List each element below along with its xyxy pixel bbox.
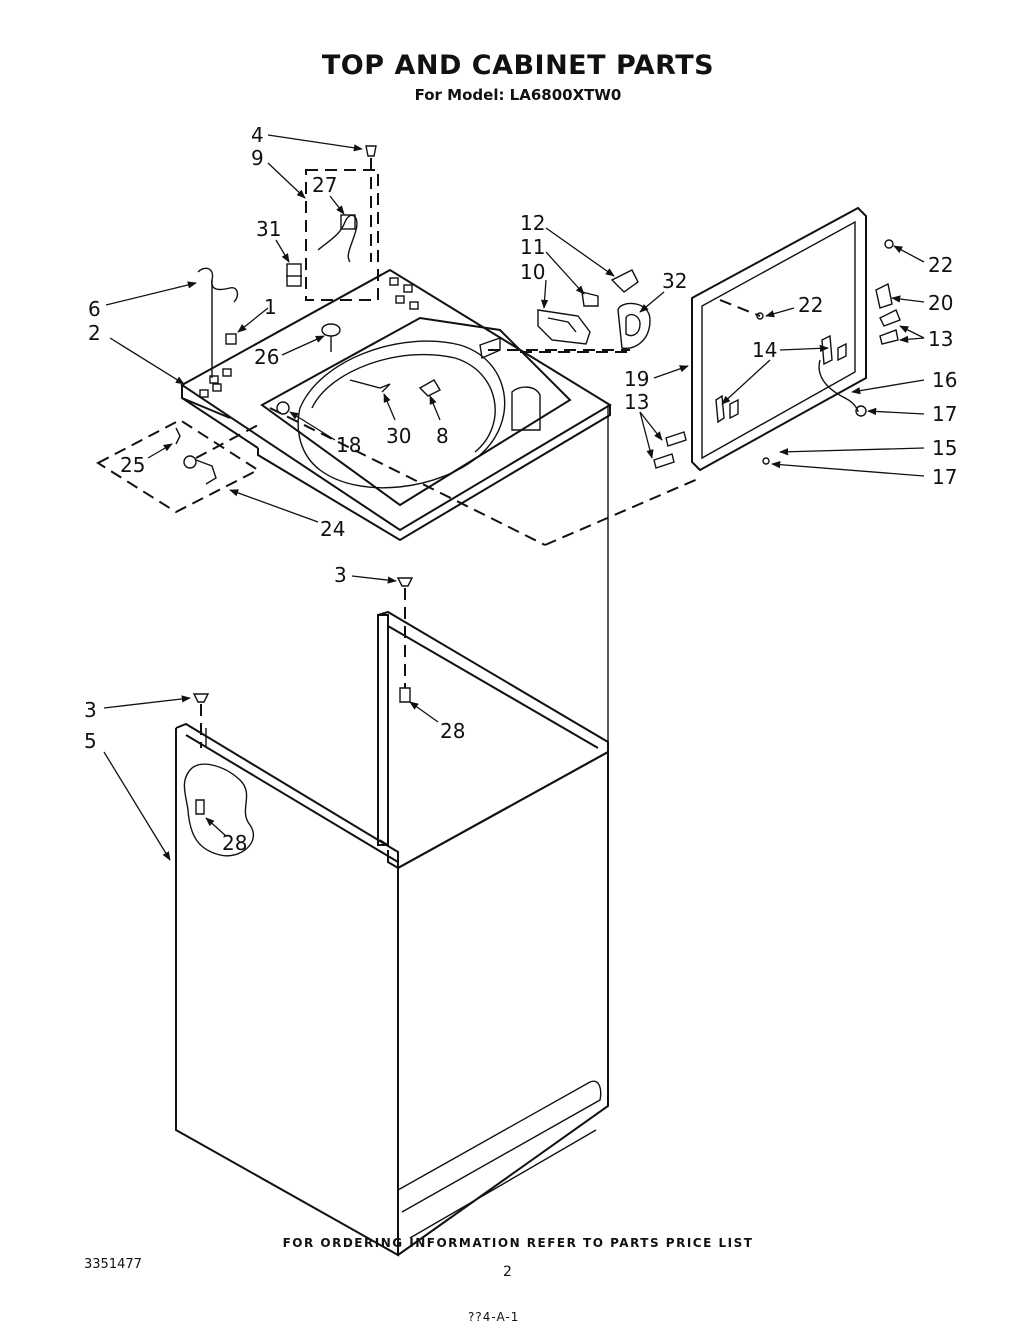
callout-13-left: 13: [624, 390, 649, 414]
hose-connector-box: [95, 418, 261, 514]
dispenser-parts: [269, 269, 701, 546]
callout-8: 8: [436, 424, 449, 448]
callout-17-upper: 17: [932, 402, 957, 426]
callout-31: 31: [256, 217, 281, 241]
callout-3-upper: 3: [334, 563, 347, 587]
bottom-code: ??4-A-1: [468, 1310, 520, 1324]
callout-26: 26: [254, 345, 279, 369]
callout-20: 20: [928, 291, 953, 315]
callout-28-left: 28: [222, 831, 247, 855]
callout-12: 12: [520, 211, 545, 235]
callout-22-mid: 22: [798, 293, 823, 317]
callout-18: 18: [336, 433, 361, 457]
callout-15: 15: [932, 436, 957, 460]
washer-lid: [653, 206, 901, 472]
callout-22-top: 22: [928, 253, 953, 277]
model-subtitle: For Model: LA6800XTW0: [414, 86, 622, 104]
callout-32: 32: [662, 269, 687, 293]
callout-28-right: 28: [440, 719, 465, 743]
cabinet: [175, 405, 609, 1257]
ordering-note: FOR ORDERING INFORMATION REFER TO PARTS …: [282, 1236, 754, 1250]
document-number: 3351477: [84, 1257, 142, 1272]
callout-27: 27: [312, 173, 337, 197]
callout-labels: 4 9 27 31 6 1 2 26 30 8 18 25 24 12 11 1…: [84, 123, 957, 855]
callout-6: 6: [88, 297, 101, 321]
callout-4: 4: [251, 123, 264, 147]
callout-14: 14: [752, 338, 777, 362]
console-panel: [286, 145, 379, 301]
page-title: TOP AND CABINET PARTS: [321, 50, 715, 81]
callout-11: 11: [520, 235, 545, 259]
callout-5: 5: [84, 729, 97, 753]
callout-19: 19: [624, 367, 649, 391]
callout-16: 16: [932, 368, 957, 392]
callout-24: 24: [320, 517, 345, 541]
washer-top: [180, 267, 612, 542]
callout-2: 2: [88, 321, 101, 345]
leader-lines: [103, 134, 925, 861]
page-number: 2: [503, 1264, 512, 1280]
callout-9: 9: [251, 146, 264, 170]
callout-17-lower: 17: [932, 465, 957, 489]
callout-3-lower: 3: [84, 698, 97, 722]
callout-25: 25: [120, 453, 145, 477]
callout-1: 1: [264, 295, 277, 319]
callout-10: 10: [520, 260, 545, 284]
callout-13-right: 13: [928, 327, 953, 351]
callout-30: 30: [386, 424, 411, 448]
